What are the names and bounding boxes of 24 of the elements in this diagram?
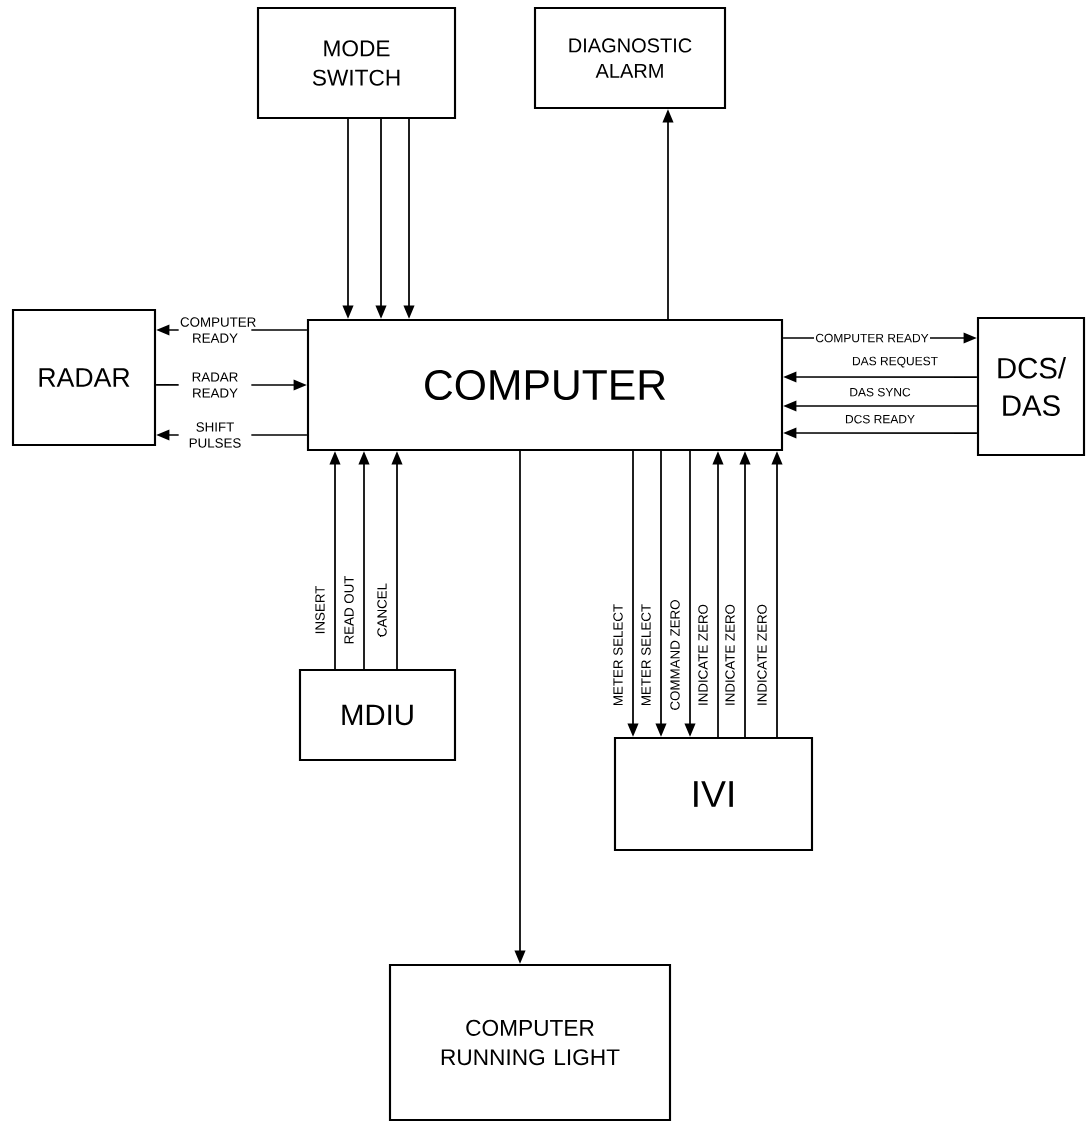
edge-label: METER SELECT [641, 604, 651, 706]
edge-label: DAS SYNC [848, 386, 912, 398]
block-box: MDIU [298, 668, 457, 762]
edge-label: READ OUT [344, 575, 354, 644]
edge-label: CANCEL [377, 583, 387, 637]
block-box: DIAGNOSTIC ALARM [533, 6, 727, 110]
block-box: COMPUTER RUNNING LIGHT [388, 963, 672, 1122]
edge-label: SHIFT PULSES [178, 420, 252, 450]
edge-label: COMPUTER READY [814, 332, 930, 344]
edge-label: INDICATE ZERO [757, 604, 767, 705]
block-box: MODE SWITCH [256, 6, 457, 120]
edge-label: DCS READY [843, 413, 917, 425]
edge-label: COMPUTER READY [178, 316, 256, 344]
block-box: RADAR [11, 308, 157, 447]
block-box: IVI [613, 736, 814, 852]
edge-label: COMMAND ZERO [670, 600, 680, 710]
edge-label: INSERT [315, 586, 325, 634]
block-box: DCS/ DAS [976, 316, 1086, 457]
edge-label: DAS REQUEST [850, 355, 940, 369]
edge-label: INDICATE ZERO [698, 604, 708, 705]
edge-label: METER SELECT [613, 604, 623, 706]
edge-label: RADAR READY [178, 371, 252, 399]
block-box: COMPUTER [306, 318, 784, 452]
edge-label: INDICATE ZERO [725, 604, 735, 705]
